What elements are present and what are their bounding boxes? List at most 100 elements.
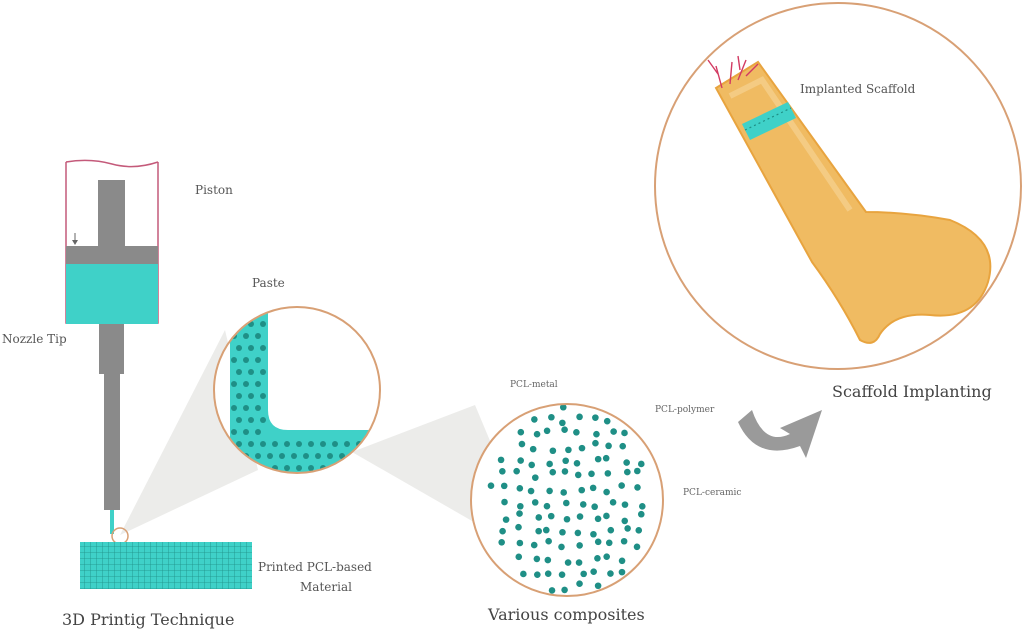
texture-dot xyxy=(562,499,570,507)
texture-dot xyxy=(590,568,597,575)
tip-highlight-circle xyxy=(111,527,129,545)
texture-dot xyxy=(565,446,572,454)
texture-dot xyxy=(272,441,278,447)
texture-dot xyxy=(634,467,641,475)
texture-dot xyxy=(546,487,553,495)
texture-dot xyxy=(533,555,541,563)
texture-dot xyxy=(243,309,249,315)
texture-dot xyxy=(248,417,254,423)
texture-dot xyxy=(543,427,551,435)
texture-dot xyxy=(243,357,249,363)
texture-dot xyxy=(576,513,584,520)
texture-dot xyxy=(518,440,526,448)
texture-dot xyxy=(501,498,508,506)
texture-dot xyxy=(515,553,523,561)
texture-dot xyxy=(602,454,610,462)
texture-dot xyxy=(527,487,535,495)
texture-dot xyxy=(231,405,237,411)
texture-dot xyxy=(296,465,302,471)
texture-dot xyxy=(255,405,261,411)
texture-dot xyxy=(260,321,266,327)
texture-dot xyxy=(533,430,541,438)
texture-dot xyxy=(255,429,261,435)
texture-dot xyxy=(609,499,617,506)
texture-dot xyxy=(621,429,628,437)
texture-dot xyxy=(624,525,631,532)
printed-material-label-1: Printed PCL-based xyxy=(258,560,372,574)
texture-dot xyxy=(534,571,541,578)
texture-dot xyxy=(638,503,646,510)
texture-dot xyxy=(260,417,266,423)
bone-shape xyxy=(714,60,992,344)
texture-dot xyxy=(633,543,641,551)
texture-dot xyxy=(580,570,587,578)
texture-dot xyxy=(574,529,582,537)
texture-dot xyxy=(603,417,611,425)
nozzle-tip xyxy=(110,510,114,534)
texture-dot xyxy=(332,441,338,447)
syringe-barrel-top xyxy=(65,159,159,168)
texture-dot xyxy=(578,486,586,494)
texture-dot xyxy=(231,381,237,387)
texture-dot xyxy=(634,484,641,491)
texture-dot xyxy=(296,441,302,447)
texture-dot xyxy=(593,430,600,438)
texture-dot xyxy=(603,488,610,496)
plunger-head xyxy=(66,246,158,264)
texture-dot xyxy=(520,570,527,578)
nozzle-upper xyxy=(99,324,124,374)
texture-dot xyxy=(255,333,261,339)
texture-dot xyxy=(248,345,254,351)
texture-dot xyxy=(576,542,583,549)
implanting-caption: Scaffold Implanting xyxy=(832,382,992,401)
texture-dot xyxy=(549,468,557,476)
texture-dot xyxy=(548,587,556,594)
texture-dot xyxy=(637,460,645,468)
texture-dot xyxy=(548,413,555,421)
texture-dot xyxy=(559,419,566,427)
texture-dot xyxy=(547,512,555,520)
texture-dot xyxy=(623,459,630,466)
implanted-scaffold-label: Implanted Scaffold xyxy=(800,82,916,96)
texture-dot xyxy=(575,559,583,566)
texture-dot xyxy=(542,526,550,534)
piston-label: Piston xyxy=(195,183,233,197)
nozzle-tip-label: Nozzle Tip xyxy=(2,332,67,346)
texture-dot xyxy=(255,357,261,363)
texture-dot xyxy=(546,460,553,468)
texture-dot xyxy=(499,527,506,535)
pcl-polymer-label: PCL-polymer xyxy=(655,405,715,415)
texture-dot xyxy=(603,553,610,560)
texture-dot xyxy=(618,482,625,489)
paste-reservoir xyxy=(66,264,158,324)
texture-dot xyxy=(516,510,523,517)
texture-dot xyxy=(529,445,537,453)
texture-dot xyxy=(531,474,539,481)
texture-dot xyxy=(284,465,290,471)
texture-dot xyxy=(594,554,601,562)
texture-dot xyxy=(561,586,568,594)
texture-dot xyxy=(635,527,643,534)
paste-label: Paste xyxy=(252,276,285,290)
texture-dot xyxy=(592,439,599,447)
texture-dot xyxy=(564,559,572,566)
texture-dot xyxy=(619,442,627,450)
syringe xyxy=(65,159,159,545)
texture-dot xyxy=(558,571,566,578)
texture-dot xyxy=(517,428,525,436)
texture-dot xyxy=(320,441,326,447)
texture-dot xyxy=(543,502,551,510)
texture-dot xyxy=(243,405,249,411)
texture-dot xyxy=(576,580,583,587)
texture-dot xyxy=(620,537,628,545)
texture-dot xyxy=(621,501,629,508)
texture-dot xyxy=(499,467,506,475)
texture-dot xyxy=(535,527,542,535)
technique-caption: 3D Printig Technique xyxy=(62,610,235,629)
texture-dot xyxy=(605,442,612,450)
texture-dot xyxy=(607,526,615,534)
texture-dot xyxy=(517,457,524,464)
texture-dot xyxy=(561,426,568,434)
